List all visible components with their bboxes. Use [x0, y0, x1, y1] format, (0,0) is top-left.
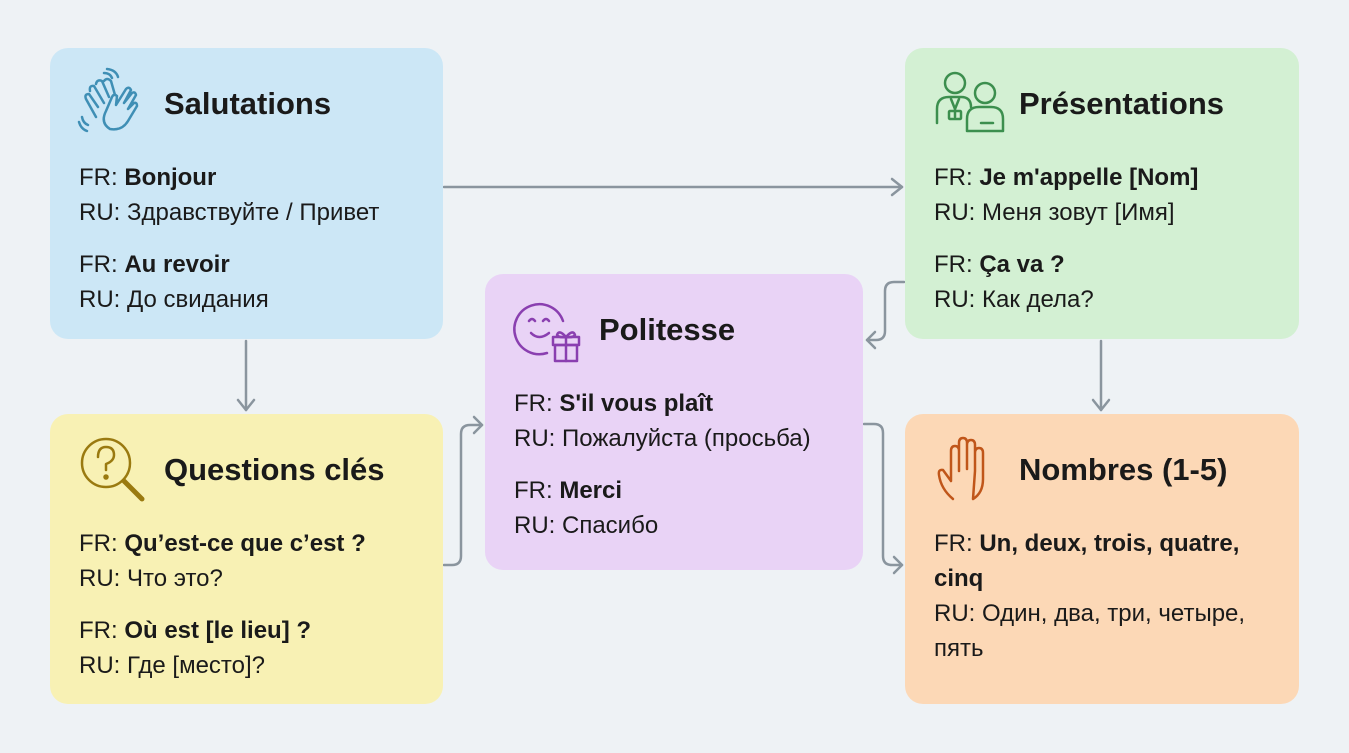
card-salutations: Salutations FR: Bonjour RU: Здравствуйте…: [50, 48, 443, 339]
phrase-item: FR: Ça va ? RU: Как дела?: [934, 247, 1279, 317]
ru-translation: RU: Пожалуйста (просьба): [514, 425, 811, 452]
arrow-presentations-to-nombres: [1091, 339, 1111, 412]
fr-phrase: S'il vous plaît: [559, 390, 714, 417]
fr-phrase: Je m'appelle [Nom]: [979, 164, 1199, 191]
fr-phrase: Ça va ?: [979, 251, 1065, 278]
waving-hands-icon: [77, 67, 139, 133]
ru-translation: RU: Спасибо: [514, 512, 659, 539]
card-presentations: Présentations FR: Je m'appelle [Nom] RU:…: [905, 48, 1299, 339]
card-title: Salutations: [164, 86, 332, 121]
fr-label: FR:: [514, 390, 560, 417]
card-questions: Questions clés FR: Qu’est-ce que c’est ?…: [50, 414, 443, 704]
fr-label: FR:: [79, 164, 125, 191]
ru-translation: RU: Где [место]?: [79, 652, 266, 679]
card-title: Nombres (1-5): [1019, 452, 1228, 487]
card-title: Politesse: [599, 312, 736, 347]
fr-phrase: Un, deux, trois, quatre, cinq: [934, 530, 1240, 592]
phrase-item: FR: Où est [le lieu] ? RU: Где [место]?: [79, 613, 423, 683]
fr-phrase: Où est [le lieu] ?: [124, 617, 312, 644]
fr-phrase: Bonjour: [124, 164, 217, 191]
card-title: Questions clés: [164, 452, 385, 487]
phrase-item: FR: Qu’est-ce que c’est ? RU: Что это?: [79, 526, 423, 596]
phrase-item: FR: Un, deux, trois, quatre, cinq RU: Од…: [934, 526, 1269, 666]
smile-gift-icon: [513, 302, 581, 363]
fr-label: FR:: [934, 164, 980, 191]
arrow-salutations-to-questions: [236, 339, 256, 412]
arrow-questions-to-politesse: [442, 415, 484, 567]
fr-label: FR:: [934, 251, 980, 278]
fr-phrase: Merci: [559, 477, 623, 504]
arrow-politesse-to-nombres: [862, 422, 904, 575]
people-icon: [935, 71, 1005, 133]
ru-translation: RU: До свидания: [79, 286, 269, 313]
open-hand-icon: [937, 436, 985, 501]
phrase-item: FR: Au revoir RU: До свидания: [79, 247, 423, 317]
fr-label: FR:: [79, 251, 125, 278]
arrow-salutations-to-presentations: [442, 177, 904, 197]
fr-label: FR:: [79, 617, 125, 644]
fr-phrase: Qu’est-ce que c’est ?: [124, 530, 366, 557]
fr-phrase: Au revoir: [124, 251, 230, 278]
card-title: Présentations: [1019, 86, 1225, 121]
arrow-presentations-to-politesse: [865, 280, 906, 350]
ru-translation: RU: Как дела?: [934, 286, 1094, 313]
fr-label: FR:: [79, 530, 125, 557]
ru-translation: RU: Меня зовут [Имя]: [934, 199, 1175, 226]
phrase-item: FR: Je m'appelle [Nom] RU: Меня зовут [И…: [934, 160, 1279, 230]
ru-translation: RU: Что это?: [79, 565, 223, 592]
card-nombres: Nombres (1-5) FR: Un, deux, trois, quatr…: [905, 414, 1299, 704]
card-politesse: Politesse FR: S'il vous plaît RU: Пожалу…: [485, 274, 863, 570]
ru-translation: RU: Один, два, три, четыре, пять: [934, 600, 1246, 662]
phrase-item: FR: Bonjour RU: Здравствуйте / Привет: [79, 160, 423, 230]
ru-translation: RU: Здравствуйте / Привет: [79, 199, 380, 226]
phrase-item: FR: S'il vous plaît RU: Пожалуйста (прос…: [514, 386, 843, 456]
fr-label: FR:: [934, 530, 980, 557]
phrase-item: FR: Merci RU: Спасибо: [514, 473, 843, 543]
question-magnifier-icon: [80, 437, 145, 502]
fr-label: FR:: [514, 477, 560, 504]
